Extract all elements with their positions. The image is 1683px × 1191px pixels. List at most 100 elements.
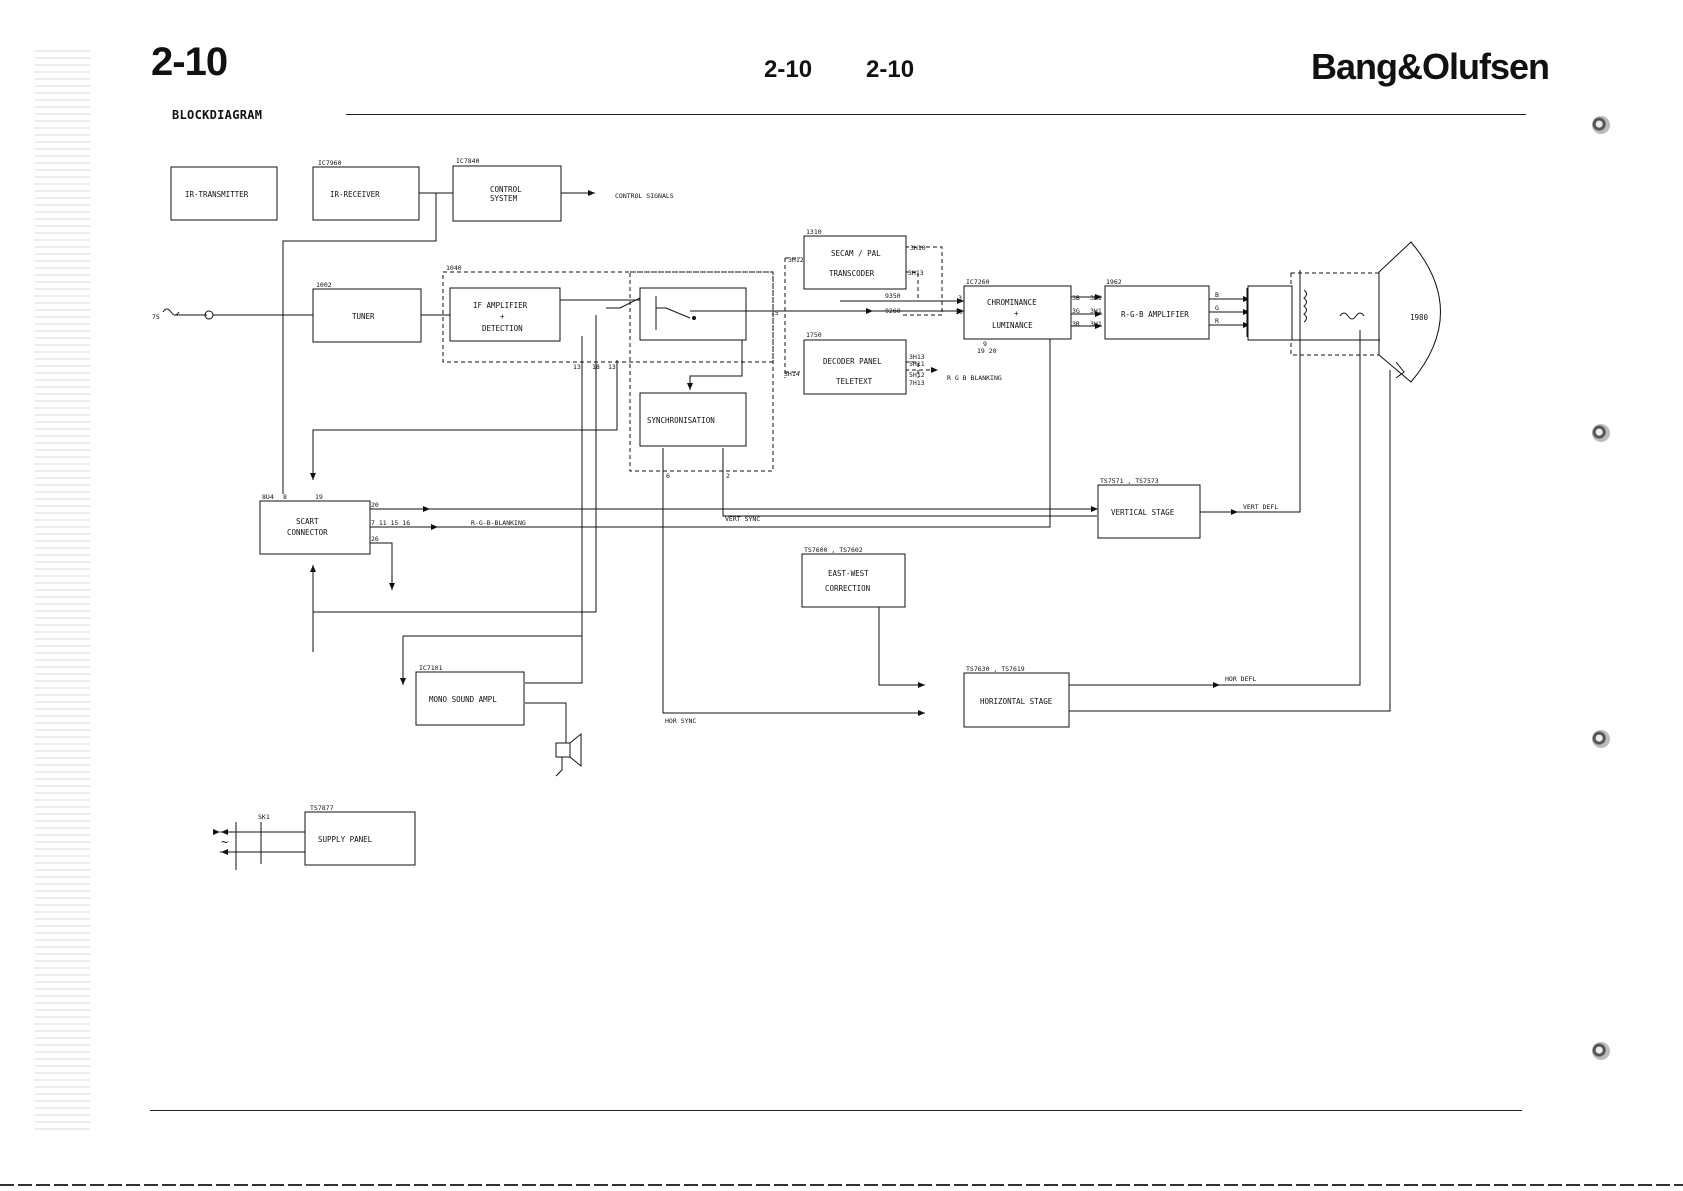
block-label: SECAM / PAL <box>831 249 881 258</box>
pin-label: 3 <box>958 294 962 302</box>
pin-label: 3H13 <box>908 269 924 277</box>
block-ref: IC7960 <box>318 159 342 167</box>
block-label: TRANSCODER <box>829 269 875 278</box>
speaker-icon <box>555 732 582 777</box>
block-label: SYNCHRONISATION <box>647 416 715 425</box>
signal-label-hor-sync: HOR SYNC <box>665 717 696 725</box>
block-crt: 1980 <box>1247 241 1441 383</box>
block-label: LUMINANCE <box>992 321 1033 330</box>
binder-hole-icon <box>1592 1042 1610 1060</box>
block-label: + <box>500 312 505 321</box>
block-vertical-stage: TS7571 , TS7573 VERTICAL STAGE <box>1097 477 1201 539</box>
pin-label: 7H13 <box>909 379 925 387</box>
block-label: TUNER <box>352 312 375 321</box>
block-ref: IC7260 <box>966 278 990 286</box>
block-ref: 8U4 <box>262 493 274 501</box>
pin-label: 7 11 15 16 <box>371 519 410 527</box>
signal-label-vert-sync: VERT SYNC <box>725 515 760 523</box>
pin-label: G <box>1215 304 1219 312</box>
block-ref: TS7630 , TS7619 <box>966 665 1025 673</box>
block-label: R-G-B AMPLIFIER <box>1121 310 1189 319</box>
wiring <box>174 190 1391 870</box>
footer-rule <box>150 1110 1522 1111</box>
pin-label: 3H1 <box>1090 320 1102 328</box>
signal-label: CONTROL SIGNALS <box>615 192 674 200</box>
pin-labels: 8 19 20 7 11 15 16 26 13 18 13 6 2 15 3H… <box>283 244 1219 543</box>
page-number-center-1: 2-10 <box>764 56 813 83</box>
signal-label-rgb-blanking: R-G-B-BLANKING <box>471 519 526 527</box>
binder-hole-icon <box>1592 424 1610 442</box>
pin-label: 9350 <box>885 292 901 300</box>
pin-label: 9 <box>983 340 987 348</box>
pin-label: 6 <box>666 472 670 480</box>
pin-label: 3B <box>1072 294 1080 302</box>
block-label: HORIZONTAL STAGE <box>980 697 1053 706</box>
pin-label: 3H13 <box>909 353 925 361</box>
antenna-label: 75 <box>152 313 160 321</box>
pin-label: 3G <box>1072 307 1080 315</box>
pin-label: 13 <box>573 363 581 371</box>
pin-label: 2 <box>726 472 730 480</box>
switch-label: SK1 <box>258 813 270 821</box>
pin-label: 3H1 <box>1090 307 1102 315</box>
if-group-frame <box>442 271 774 363</box>
block-label: VERTICAL STAGE <box>1111 508 1175 517</box>
block-ref: IC7101 <box>419 664 443 672</box>
block-label: CHROMINANCE <box>987 298 1037 307</box>
pin-label: 10 <box>955 308 963 316</box>
binder-hole-icon <box>1592 730 1610 748</box>
block-ref: TS7600 , TS7602 <box>804 546 863 554</box>
block-east-west: TS7600 , TS7602 EAST-WEST CORRECTION <box>801 546 906 608</box>
pin-label: 3R <box>1072 320 1080 328</box>
block-label: SCART <box>296 517 319 526</box>
pin-label: 18 <box>592 363 600 371</box>
pin-label: 19 <box>315 493 323 501</box>
block-ref: 1750 <box>806 331 822 339</box>
block-rgb-amplifier: 1962 R-G-B AMPLIFIER <box>1104 278 1210 340</box>
block-label: SUPPLY PANEL <box>318 835 373 844</box>
pin-label: 9260 <box>885 307 901 315</box>
signal-label-hor-defl: HOR DEFL <box>1225 675 1256 683</box>
pin-label: 5H11 <box>909 360 925 368</box>
binder-hole-icon <box>1592 116 1610 134</box>
block-ref: TS7877 <box>310 804 334 812</box>
block-label: 1980 <box>1410 313 1429 322</box>
block-ir-transmitter: IR-TRANSMITTER <box>170 166 278 221</box>
block-chrominance: IC7260 CHROMINANCE + LUMINANCE <box>963 278 1072 340</box>
block-supply-panel: TS7877 SUPPLY PANEL SK1 ~ <box>221 804 416 866</box>
ac-symbol: ~ <box>221 835 228 849</box>
antenna-input: 75 <box>152 308 214 321</box>
block-av-switch <box>639 287 747 341</box>
pin-label: 15 <box>771 309 779 317</box>
section-title: BLOCKDIAGRAM <box>172 108 263 122</box>
pin-label: 3H10 <box>910 244 926 252</box>
block-label: + <box>1014 309 1019 318</box>
block-ir-receiver: IC7960 IR-RECEIVER <box>312 159 420 221</box>
pin-label: 26 <box>371 535 379 543</box>
block-label: CONNECTOR <box>287 528 328 537</box>
block-ref: 1002 <box>316 281 332 289</box>
scan-artifact-bottom <box>0 1184 1683 1186</box>
block-scart-connector: 8U4 SCART CONNECTOR <box>259 493 371 555</box>
signal-control-signals: CONTROL SIGNALS <box>615 192 674 200</box>
sync-group-frame <box>629 271 774 472</box>
block-synchronisation: SYNCHRONISATION <box>639 392 747 447</box>
pin-label: 3H1 <box>1090 294 1102 302</box>
block-label: MONO SOUND AMPL <box>429 695 497 704</box>
block-ref: 1962 <box>1106 278 1122 286</box>
block-label: IR-RECEIVER <box>330 190 380 199</box>
signal-label-vert-defl: VERT DEFL <box>1243 503 1278 511</box>
pin-label: R <box>1215 317 1219 325</box>
block-label: CONTROL <box>490 185 522 194</box>
block-decoder-panel: 1750 DECODER PANEL TELETEXT <box>803 331 907 395</box>
pin-label: B <box>1215 291 1219 299</box>
signal-label-rgb-blanking-2: R G B BLANKING <box>947 374 1002 382</box>
header-rule <box>346 114 1526 115</box>
block-label: DETECTION <box>482 324 523 333</box>
pin-label: 3H12 <box>788 256 804 264</box>
brand-logo: Bang&Olufsen <box>1311 46 1550 87</box>
block-label: SYSTEM <box>490 194 518 203</box>
block-ref: TS7571 , TS7573 <box>1100 477 1159 485</box>
pin-label: 5H12 <box>909 371 925 379</box>
block-control-system: IC7840 CONTROL SYSTEM <box>452 157 562 222</box>
